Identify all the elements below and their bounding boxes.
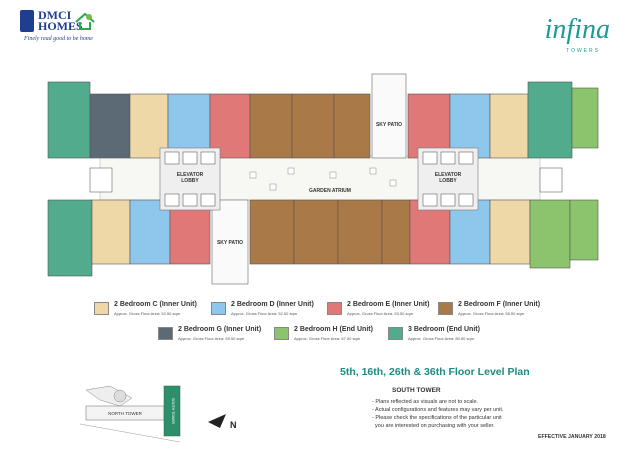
- sky-patio-top-label: SKY PATIO: [376, 122, 402, 128]
- south-tower-label: SOUTH TOWER: [171, 398, 175, 425]
- legend-name: 3 Bedroom (End Unit): [408, 326, 480, 333]
- legend-name: 2 Bedroom H (End Unit): [294, 326, 373, 333]
- legend-swatch: [158, 327, 173, 340]
- garden-atrium-planters: [249, 167, 397, 191]
- legend-swatch: [438, 302, 453, 315]
- unit-2br-h-top-right: [571, 87, 599, 149]
- north-tower-label: NORTH TOWER: [108, 411, 143, 416]
- dmci-tagline: Finely read good to be home: [24, 36, 93, 42]
- sky-patio-bottom: [211, 199, 249, 285]
- legend-area: Approx. Gross Floor Area: 56.00 sqm: [458, 311, 525, 316]
- note-1: - Plans reflected as visuals are not to …: [372, 399, 479, 405]
- legend-swatch: [211, 302, 226, 315]
- legend-name: 2 Bedroom C (Inner Unit): [114, 301, 197, 308]
- unit-2br-g-top: [89, 93, 131, 159]
- legend-swatch: [327, 302, 342, 315]
- unit-2br-f-bottom-2: [293, 199, 339, 265]
- unit-2br-c-bottom: [91, 199, 131, 265]
- top-unit-row: [47, 81, 599, 159]
- compass-label: N: [230, 420, 237, 430]
- unit-2br-d-top: [167, 93, 211, 159]
- legend-swatch: [274, 327, 289, 340]
- unit-2br-c-top-right: [489, 93, 529, 159]
- legend-name: 2 Bedroom G (Inner Unit): [178, 326, 262, 333]
- unit-2br-f-top-1: [249, 93, 293, 159]
- legend-name: 2 Bedroom D (Inner Unit): [231, 301, 314, 308]
- unit-3br-bottom-left: [47, 199, 93, 277]
- unit-2br-h-bottom-right-2: [569, 199, 599, 261]
- dmci-homes-logo: DMCI HOMES Finely read good to be home: [20, 8, 180, 50]
- note-3: - Please check the specifications of the…: [372, 415, 502, 421]
- unit-2br-f-bottom-3: [337, 199, 383, 265]
- elevator-cars: [164, 151, 474, 207]
- unit-2br-e-top: [209, 93, 251, 159]
- unit-2br-f-top-2: [291, 93, 335, 159]
- stair-right: [539, 167, 563, 193]
- legend-area: Approx. Gross Floor Area: 67.00 sqm: [294, 336, 361, 341]
- key-plan-road: [80, 423, 181, 443]
- dmci-logo-mark: [20, 10, 34, 32]
- key-plan-south-tower: [163, 385, 181, 437]
- key-plan-pool: [113, 389, 127, 403]
- sky-patio-top: [371, 73, 407, 159]
- unit-2br-f-bottom-4: [381, 199, 411, 265]
- legend-area: Approx. Gross Floor Area: 52.50 sqm: [114, 311, 181, 316]
- legend-swatch: [388, 327, 403, 340]
- infina-logo: infina: [544, 14, 610, 45]
- tower-label: SOUTH TOWER: [392, 387, 441, 394]
- bottom-unit-row: [47, 199, 599, 277]
- unit-3br-top-right: [527, 81, 573, 159]
- garden-atrium-label: GARDEN ATRIUM: [309, 188, 351, 194]
- legend-area: Approx. Gross Floor Area: 52.50 sqm: [231, 311, 298, 316]
- unit-2br-e-bottom: [169, 199, 211, 265]
- note-4: you are interested on purchasing with yo…: [372, 423, 495, 429]
- floor-plan-title: 5th, 16th, 26th & 36th Floor Level Plan: [340, 366, 530, 378]
- legend-area: Approx. Gross Floor Area: 59.50 sqm: [178, 336, 245, 341]
- unit-2br-d-top-right: [449, 93, 491, 159]
- legend-swatch: [94, 302, 109, 315]
- sky-patio-bottom-label: SKY PATIO: [217, 240, 243, 246]
- legend-area: Approx. Gross Floor Area: 53.50 sqm: [347, 311, 414, 316]
- legend-area: Approx. Gross Floor Area: 80.50 sqm: [408, 336, 475, 341]
- unit-2br-e-top-right: [407, 93, 451, 159]
- legend-name: 2 Bedroom E (Inner Unit): [347, 301, 430, 308]
- unit-2br-d-bottom: [129, 199, 171, 265]
- unit-2br-f-top-3: [333, 93, 371, 159]
- unit-2br-f-bottom-1: [249, 199, 295, 265]
- unit-3br-top-left: [47, 81, 91, 159]
- effective-date: EFFECTIVE JANUARY 2018: [538, 434, 606, 440]
- unit-2br-h-bottom-right: [529, 199, 571, 269]
- key-plan: NORTH TOWER SOUTH TOWER N: [80, 385, 237, 443]
- infina-towers-subtitle: TOWERS: [566, 48, 600, 54]
- unit-2br-e-bottom-right: [409, 199, 451, 265]
- stair-left: [89, 167, 113, 193]
- legend-name: 2 Bedroom F (Inner Unit): [458, 301, 541, 308]
- north-arrow-icon: [208, 414, 226, 428]
- note-2: - Actual configurations and features may…: [372, 407, 504, 413]
- dmci-logo-name: DMCI HOMES: [38, 8, 83, 33]
- house-leaf-icon: [75, 12, 95, 30]
- unit-2br-c-bottom-right: [489, 199, 531, 265]
